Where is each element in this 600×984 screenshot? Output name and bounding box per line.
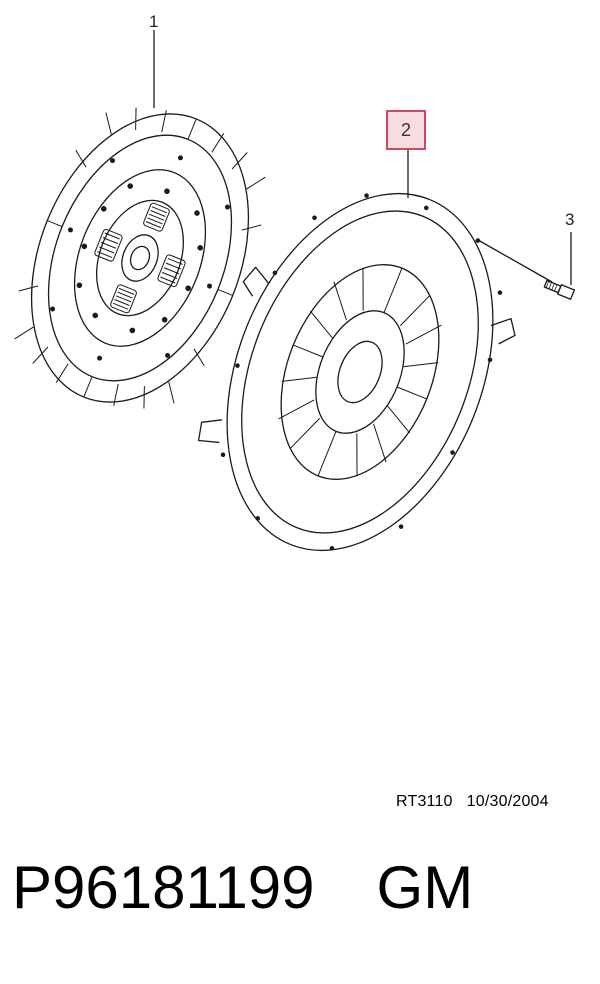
clutch-disc-drawing bbox=[14, 107, 266, 409]
callout-2-label: 2 bbox=[400, 119, 411, 140]
callout-1[interactable]: 1 bbox=[149, 12, 159, 31]
drawing-date: 10/30/2004 bbox=[466, 793, 549, 810]
bolt-drawing bbox=[543, 279, 576, 300]
callout-2-highlighted[interactable]: 2 bbox=[386, 110, 426, 150]
part-number: P96181199 bbox=[12, 854, 315, 921]
pressure-plate-drawing bbox=[197, 192, 516, 552]
clutch-exploded-diagram bbox=[14, 30, 576, 552]
drawing-reference: RT3110 10/30/2004 bbox=[396, 793, 563, 811]
drawing-code: RT3110 bbox=[396, 793, 453, 810]
bolt-axis-line bbox=[477, 239, 553, 283]
brand-name: GM bbox=[376, 854, 474, 921]
callout-3[interactable]: 3 bbox=[565, 210, 575, 229]
